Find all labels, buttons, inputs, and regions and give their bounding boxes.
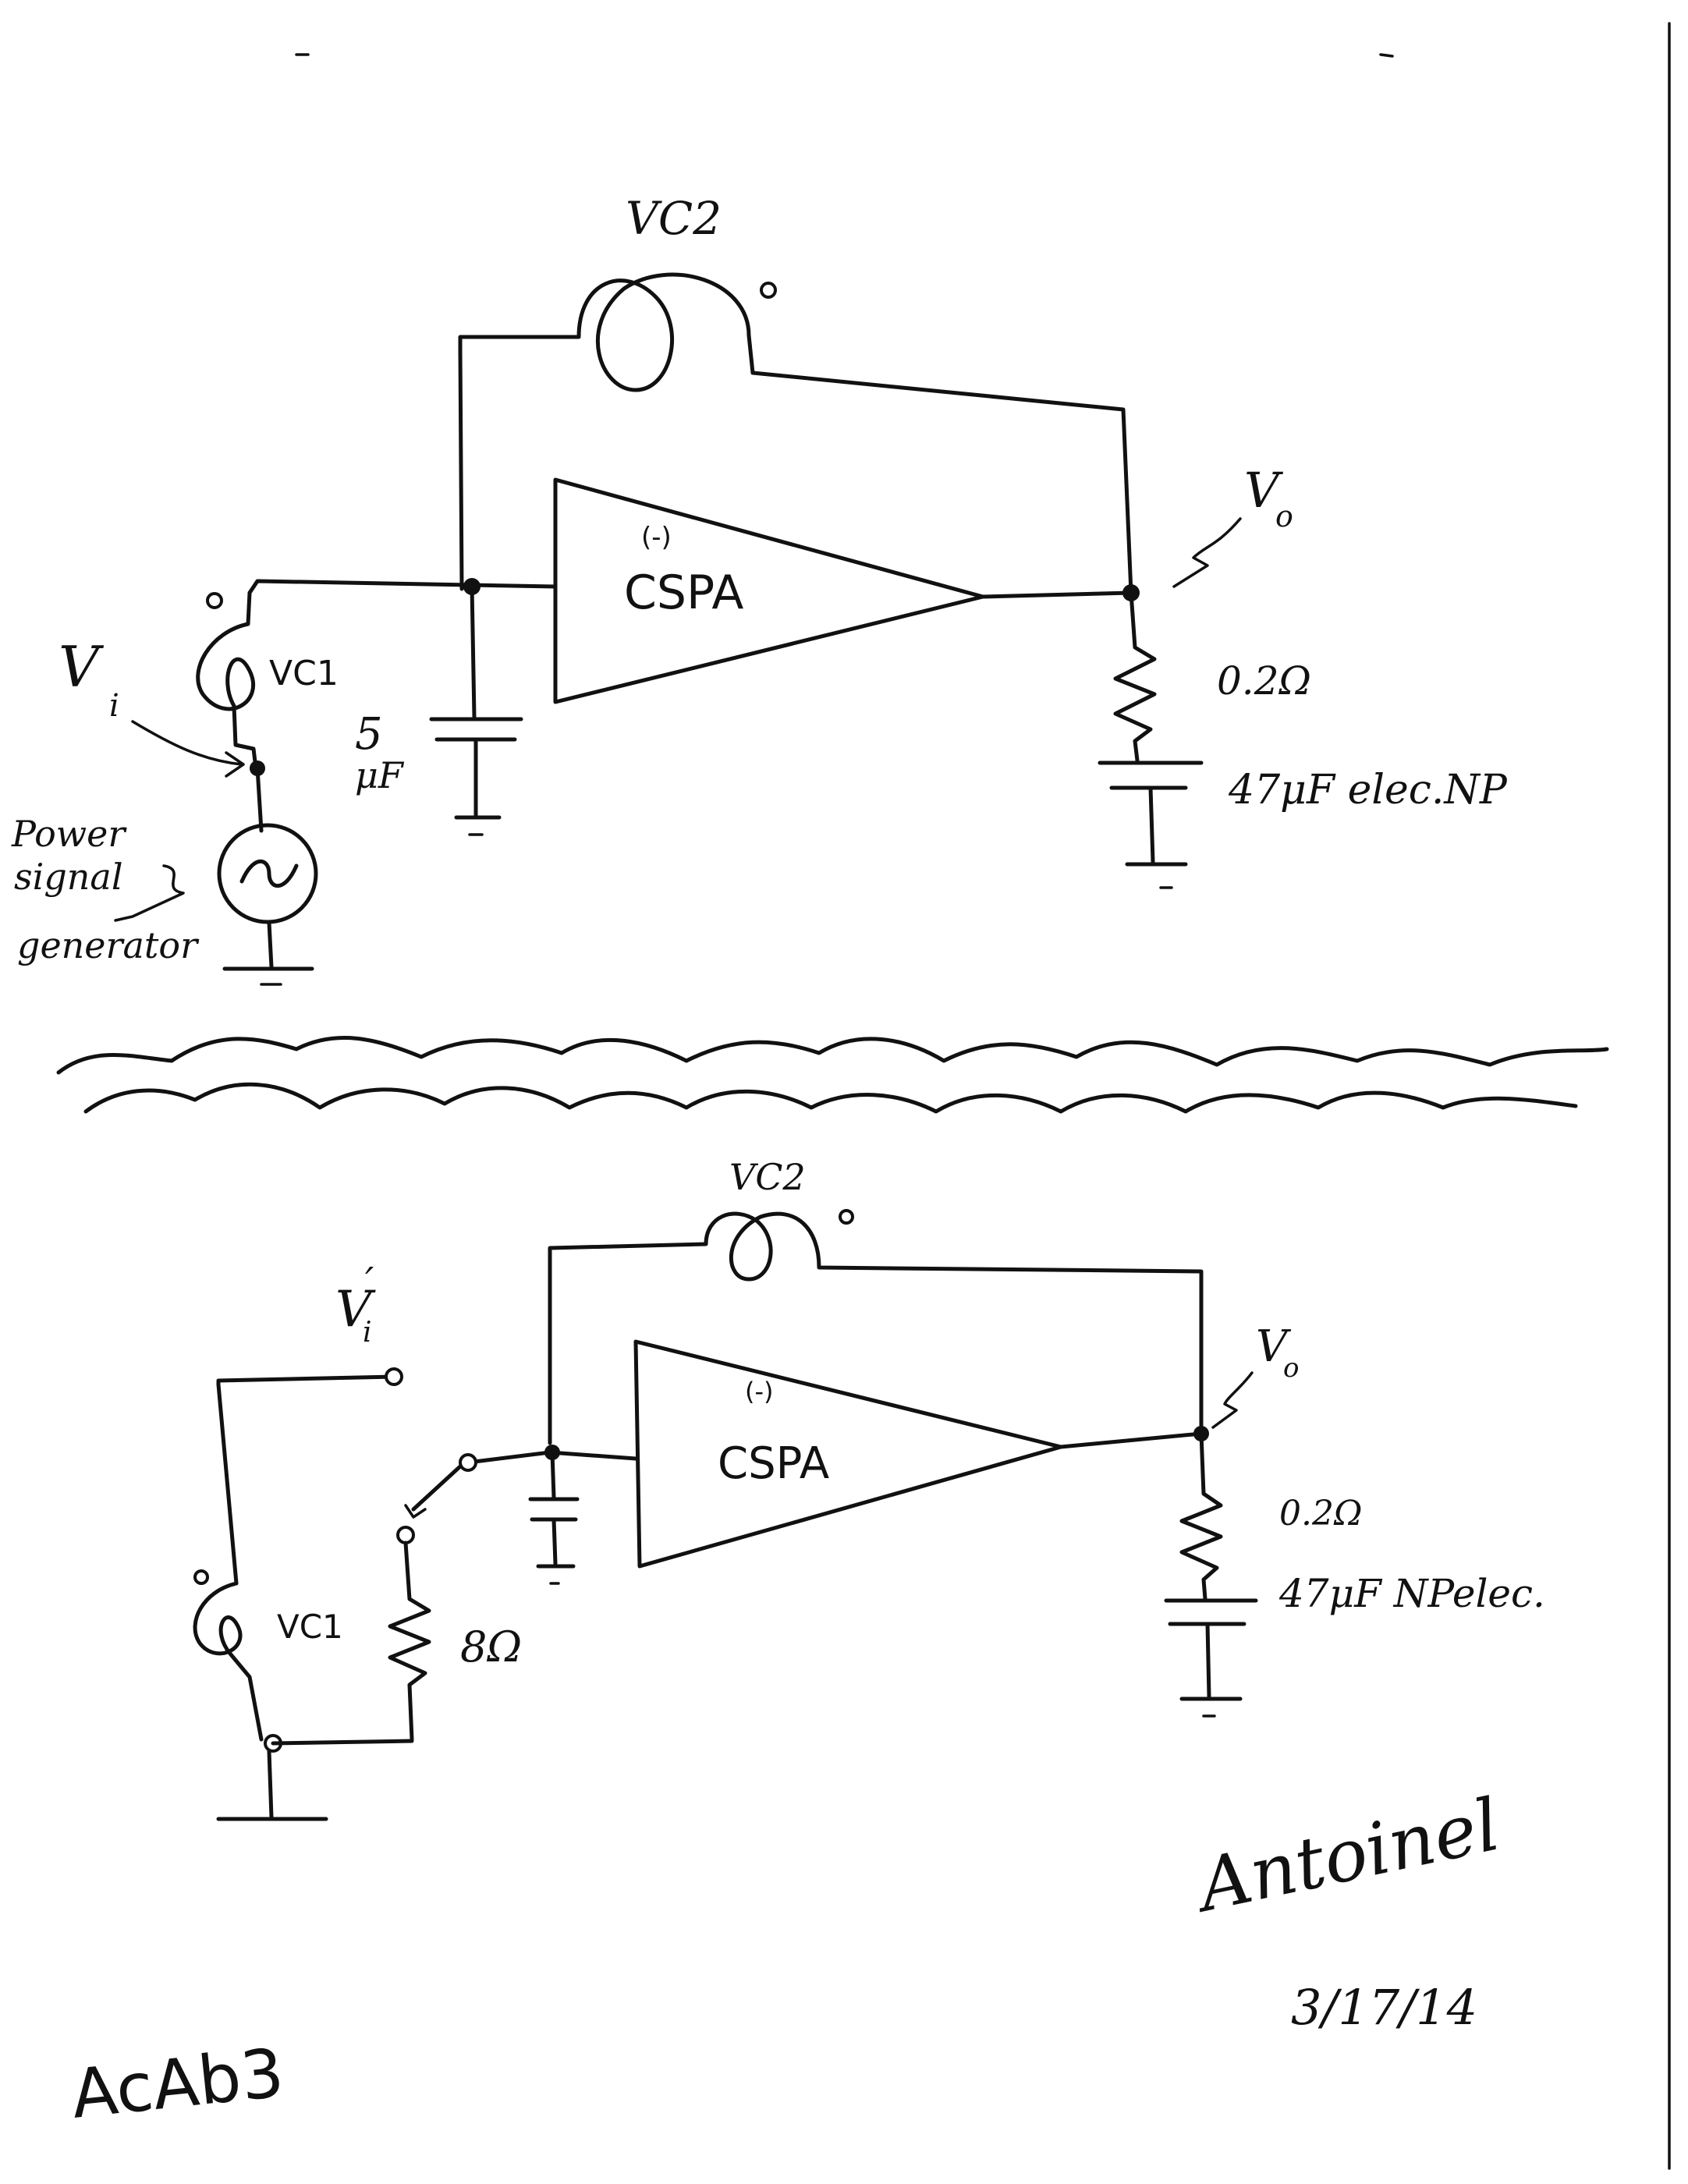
top-vi-marker: V i	[59, 634, 245, 778]
scan-marks	[295, 22, 1671, 2170]
bottom-return-wire	[271, 1739, 414, 1746]
top-circuit: VC2 (-) CSPA 5 μF 0.2Ω	[11, 192, 1508, 986]
signature-date: 3/17/14	[1291, 1979, 1477, 2036]
top-input-capacitor: 5 μF	[355, 584, 523, 836]
bottom-input-capacitor	[528, 1450, 580, 1585]
top-amp-sign: (-)	[641, 522, 672, 553]
top-vc1-label: VC1	[269, 654, 339, 693]
top-cap-in-value: 5	[355, 709, 383, 760]
top-input-wire	[247, 579, 558, 595]
top-source-label-3: generator	[17, 924, 200, 966]
bottom-output-capacitor: 47μF NPelec.	[1164, 1571, 1545, 1718]
top-output-capacitor: 47μF elec.NP	[1098, 760, 1508, 889]
bottom-circuit: VC2 (-) CSPA 8Ω	[193, 1156, 1545, 1821]
bottom-vc1-coil: VC1	[193, 1382, 343, 1742]
top-vo-label: V	[1244, 462, 1284, 519]
top-cap-out-label: 47μF elec.NP	[1228, 767, 1508, 814]
bottom-vo-sub: o	[1283, 1353, 1299, 1384]
top-vo-marker: V o	[1172, 462, 1293, 588]
top-vc2-coil: VC2	[458, 192, 777, 392]
bottom-vi-prime: ′	[365, 1259, 374, 1304]
top-vi-sub: i	[109, 688, 119, 724]
bottom-switch-contact	[459, 1453, 477, 1472]
source-pointer-arrow	[114, 864, 185, 922]
bottom-vc1-label: VC1	[277, 1608, 343, 1646]
bottom-res-out-label: 0.2Ω	[1279, 1494, 1362, 1533]
top-res-out-label: 0.2Ω	[1217, 658, 1311, 704]
bottom-cap-out-label: 47μF NPelec.	[1278, 1571, 1545, 1616]
top-feedback-right-wire	[750, 370, 1133, 595]
bottom-amp-label: CSPA	[718, 1438, 829, 1489]
top-output-wire	[981, 590, 1133, 599]
bottom-vi-sub: i	[363, 1317, 372, 1349]
wavy-divider	[56, 1036, 1609, 1114]
bottom-output-resistor: 0.2Ω	[1179, 1431, 1362, 1601]
top-vo-sub: o	[1275, 499, 1293, 534]
top-output-resistor: 0.2Ω	[1113, 590, 1311, 763]
bottom-switch-pivot	[396, 1526, 415, 1544]
top-vc1-coil: VC1	[196, 590, 339, 771]
bottom-vi-terminal	[385, 1367, 403, 1386]
bottom-vc1-dot	[193, 1569, 209, 1585]
signature-name: Antoinel	[1186, 1783, 1507, 1930]
bottom-vi-label: V	[335, 1281, 376, 1338]
top-vi-label: V	[59, 634, 105, 700]
top-source-label-1: Power	[11, 813, 127, 855]
top-vc1-dot	[206, 592, 223, 609]
top-vc2-dot	[760, 282, 777, 299]
top-source-label-2: signal	[14, 856, 123, 898]
bottom-switch-tip	[404, 1504, 427, 1519]
bottom-amp-sign: (-)	[745, 1377, 774, 1406]
top-cap-in-unit: μF	[355, 754, 405, 796]
sheet-code: AcAb3	[68, 2034, 288, 2134]
bottom-ground-lead	[267, 1749, 274, 1820]
bottom-vi-marker: V ′ i	[216, 1259, 403, 1387]
bottom-input-resistor: 8Ω	[388, 1540, 522, 1742]
top-feedback-left-wire	[458, 349, 464, 591]
bottom-vc2-dot	[839, 1209, 854, 1225]
top-amp-label: CSPA	[624, 566, 743, 620]
top-vc2-label: VC2	[626, 192, 722, 245]
bottom-switch-lever	[411, 1464, 463, 1512]
top-amplifier: (-) CSPA	[553, 477, 985, 704]
bottom-res-in-label: 8Ω	[460, 1622, 522, 1672]
signature-block: Antoinel 3/17/14	[1186, 1783, 1507, 2036]
top-signal-generator: Power signal generator	[11, 766, 318, 986]
bottom-output-wire	[1059, 1431, 1204, 1449]
bottom-vc2-coil: VC2	[548, 1156, 1204, 1445]
bottom-vc2-label: VC2	[729, 1156, 806, 1198]
bottom-vo-label: V	[1256, 1321, 1292, 1372]
sine-wave-icon	[239, 859, 299, 888]
bottom-amplifier: (-) CSPA	[633, 1339, 1063, 1569]
bottom-vo-marker: V o	[1211, 1321, 1299, 1429]
